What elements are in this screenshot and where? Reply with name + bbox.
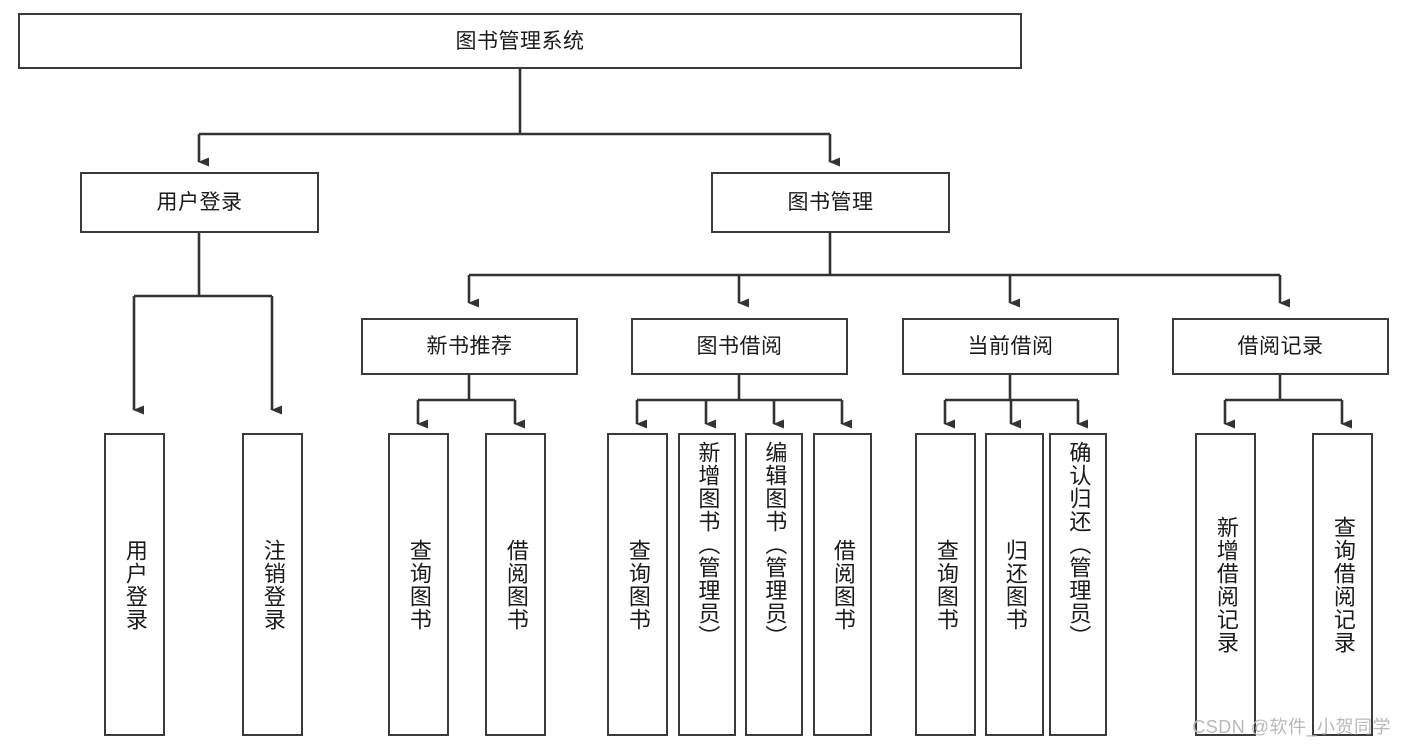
node-borrow-record[interactable]: 借阅记录 [1172,318,1389,375]
node-book-borrow-label: 图书借阅 [696,335,783,358]
node-leaf-edit-book-label: 编辑图书（管理员） [762,441,788,648]
node-leaf-query-book-2[interactable]: 查询图书 [607,433,668,736]
node-user-login[interactable]: 用户登录 [80,172,319,233]
node-new-book-recommend[interactable]: 新书推荐 [361,318,578,375]
node-leaf-confirm-return-label: 确认归还（管理员） [1066,441,1092,648]
node-leaf-borrow-book-1[interactable]: 借阅图书 [485,433,546,736]
node-leaf-logout[interactable]: 注销登录 [242,433,303,736]
node-leaf-add-book[interactable]: 新增图书（管理员） [678,433,736,736]
node-leaf-edit-book[interactable]: 编辑图书（管理员） [745,433,803,736]
node-borrow-record-label: 借阅记录 [1237,335,1324,358]
node-leaf-user-login[interactable]: 用户登录 [104,433,165,736]
node-leaf-confirm-return[interactable]: 确认归还（管理员） [1049,433,1107,736]
node-leaf-query-book-2-label: 查询图书 [625,538,651,631]
node-current-borrow-label: 当前借阅 [967,335,1054,358]
node-leaf-query-book-1[interactable]: 查询图书 [388,433,449,736]
node-leaf-borrow-book-1-label: 借阅图书 [503,538,529,631]
node-new-book-recommend-label: 新书推荐 [426,335,513,358]
node-leaf-add-borrow-record[interactable]: 新增借阅记录 [1195,433,1256,736]
node-leaf-query-borrow-record-label: 查询借阅记录 [1330,515,1356,654]
node-leaf-add-book-label: 新增图书（管理员） [695,441,721,648]
node-current-borrow[interactable]: 当前借阅 [902,318,1119,375]
node-leaf-borrow-book-2[interactable]: 借阅图书 [813,433,872,736]
node-user-login-label: 用户登录 [156,191,243,214]
node-leaf-return-book-label: 归还图书 [1002,538,1028,631]
node-leaf-query-book-3[interactable]: 查询图书 [915,433,976,736]
node-book-management-label: 图书管理 [787,191,874,214]
node-leaf-logout-label: 注销登录 [260,538,286,631]
node-root[interactable]: 图书管理系统 [18,13,1022,69]
node-leaf-query-book-1-label: 查询图书 [406,538,432,631]
node-book-management[interactable]: 图书管理 [711,172,950,233]
node-leaf-query-book-3-label: 查询图书 [933,538,959,631]
node-leaf-add-borrow-record-label: 新增借阅记录 [1213,515,1239,654]
node-book-borrow[interactable]: 图书借阅 [631,318,848,375]
node-leaf-return-book[interactable]: 归还图书 [985,433,1044,736]
csdn-watermark: CSDN @软件_小贺同学 [1192,717,1391,737]
node-leaf-query-borrow-record[interactable]: 查询借阅记录 [1312,433,1373,736]
node-leaf-user-login-label: 用户登录 [122,538,148,631]
node-leaf-borrow-book-2-label: 借阅图书 [830,538,856,631]
node-root-label: 图书管理系统 [455,29,585,53]
